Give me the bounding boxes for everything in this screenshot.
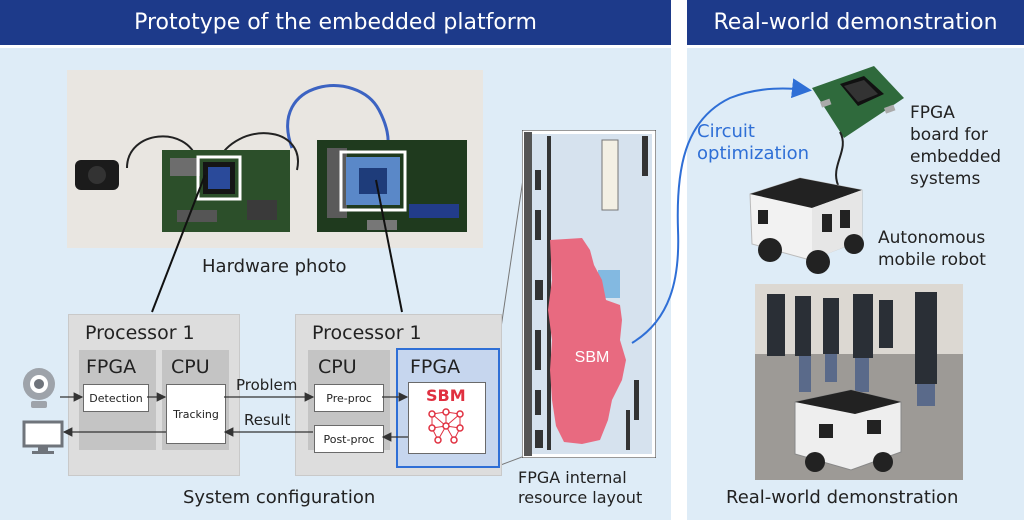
- processor-left-title: Processor 1: [85, 322, 195, 344]
- robot-image: [749, 177, 864, 274]
- header-left-text: Prototype of the embedded platform: [134, 10, 537, 35]
- fpga-left-label: FPGA: [86, 356, 137, 378]
- system-caption: System configuration: [183, 487, 376, 508]
- fpga-layout-caption-2: resource layout: [518, 488, 643, 507]
- fpga-layout-image: SBM: [522, 130, 656, 458]
- detection-box: Detection: [83, 384, 149, 412]
- demo-photo: [755, 284, 963, 480]
- tracking-box: Tracking: [166, 384, 226, 444]
- header-right: Real-world demonstration: [687, 0, 1024, 45]
- circuit-opt-label-2: optimization: [697, 143, 809, 164]
- header-left: Prototype of the embedded platform: [0, 0, 671, 45]
- hardware-photo: [67, 70, 483, 248]
- robot-label-2: mobile robot: [878, 250, 986, 270]
- header-right-text: Real-world demonstration: [713, 10, 998, 35]
- monitor-icon: [22, 420, 64, 454]
- robot-label-1: Autonomous: [878, 228, 986, 248]
- circuit-opt-label-1: Circuit: [697, 121, 755, 142]
- fpga-right-label: FPGA: [410, 356, 461, 378]
- flow-arrows: [60, 392, 409, 442]
- fpga-board-label-3: embedded: [910, 147, 1002, 167]
- webcam-icon: [23, 368, 55, 408]
- cpu-left-label: CPU: [171, 356, 210, 378]
- postproc-box: Post-proc: [314, 425, 384, 453]
- board-robot-cable: [835, 131, 844, 186]
- result-label: Result: [244, 411, 291, 429]
- fpga-board-label-1: FPGA: [910, 103, 955, 123]
- network-icon: [428, 408, 464, 444]
- circuit-optimization-arrow: [631, 78, 812, 344]
- sbm-box: [408, 382, 486, 454]
- fpga-board-label-4: systems: [910, 169, 981, 189]
- fpga-board-label-2: board for: [910, 125, 988, 145]
- sbm-layout-label: SBM: [575, 349, 610, 366]
- processor-right-title: Processor 1: [312, 322, 422, 344]
- hardware-caption: Hardware photo: [202, 256, 347, 277]
- fpga-layout-caption-1: FPGA internal: [518, 468, 627, 487]
- cpu-right-label: CPU: [318, 356, 357, 378]
- preproc-box: Pre-proc: [314, 384, 384, 412]
- fpga-board-image: [812, 66, 904, 138]
- sbm-box-label: SBM: [426, 386, 466, 405]
- demo-caption: Real-world demonstration: [726, 487, 959, 508]
- problem-label: Problem: [236, 376, 298, 394]
